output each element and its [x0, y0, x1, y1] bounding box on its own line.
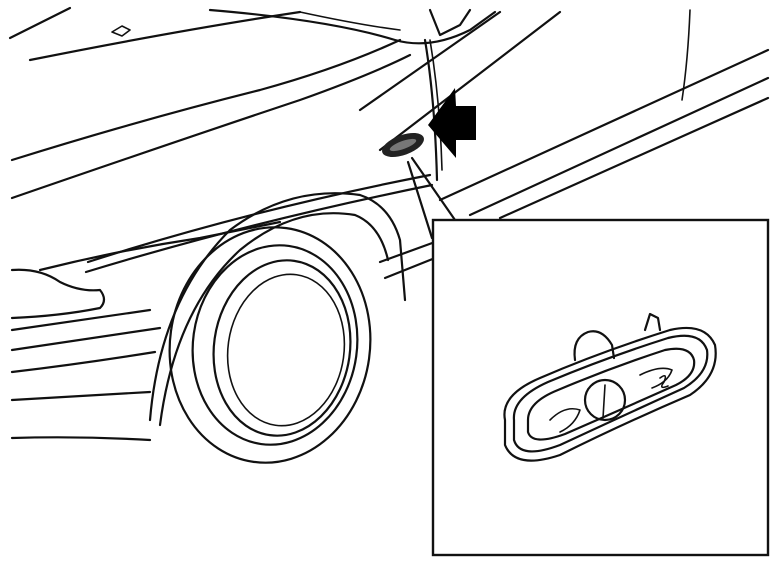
tire-mid [191, 244, 359, 446]
lamp-tab-right [643, 312, 662, 332]
inset-frame [431, 218, 770, 557]
hood-top-edge [28, 10, 302, 62]
car-body [8, 6, 770, 442]
body-line-long-1 [438, 48, 770, 202]
lamp-bulb-socket [583, 378, 627, 422]
door-gap [429, 39, 443, 171]
side-marker-lamp-detail [503, 312, 717, 462]
side-molding-bottom [84, 183, 434, 274]
bumper-lower-1 [10, 326, 162, 352]
bumper-top [10, 308, 152, 332]
detail-inset [431, 218, 770, 557]
lamp-reflector-right [639, 367, 673, 389]
lamp-bulb-line [602, 384, 606, 419]
lamp-reflector-left [549, 407, 581, 433]
body-line-long-2 [468, 76, 770, 217]
rim-outer [212, 259, 352, 437]
body-line-long-3 [498, 96, 770, 220]
wheel-arch-outer [148, 192, 407, 422]
door-handle-line [681, 9, 691, 101]
lamp-housing-rim [512, 334, 709, 453]
lamp-s-mark [659, 374, 669, 389]
fender-upper-crease [10, 38, 402, 162]
a-pillar-inner [299, 11, 401, 31]
side-crease-1 [358, 10, 502, 112]
bumper-lower-3 [10, 390, 152, 402]
side-marker-location [382, 132, 424, 158]
headlight-outline [10, 268, 106, 320]
lamp-housing-outer [503, 326, 717, 462]
front-wheel [148, 192, 407, 464]
side-marker-lamp-lens [389, 138, 417, 152]
wheel-arch-inner [158, 212, 390, 427]
sill-line-1 [378, 240, 437, 264]
callout-leaders [406, 156, 457, 240]
tire-outer [168, 226, 372, 464]
mirror-base [428, 8, 472, 37]
bumper-bottom [10, 436, 152, 442]
lamp-lens-inner [526, 347, 696, 441]
a-pillar-line [208, 8, 497, 45]
leader-line-bottom [406, 160, 434, 240]
bumper-lower-2 [10, 350, 157, 374]
pointer-arrow-icon [428, 88, 476, 158]
lamp-clip-tab [573, 330, 616, 362]
windshield-lower-edge [8, 6, 72, 40]
leader-line-top [410, 156, 457, 222]
rim-inner [226, 273, 346, 427]
side-crease-upper [378, 10, 562, 152]
hood-wiper-notch [111, 25, 131, 37]
sill-line-2 [383, 256, 437, 280]
hood-shoulder-line [10, 53, 412, 200]
door-front-edge [423, 38, 439, 182]
